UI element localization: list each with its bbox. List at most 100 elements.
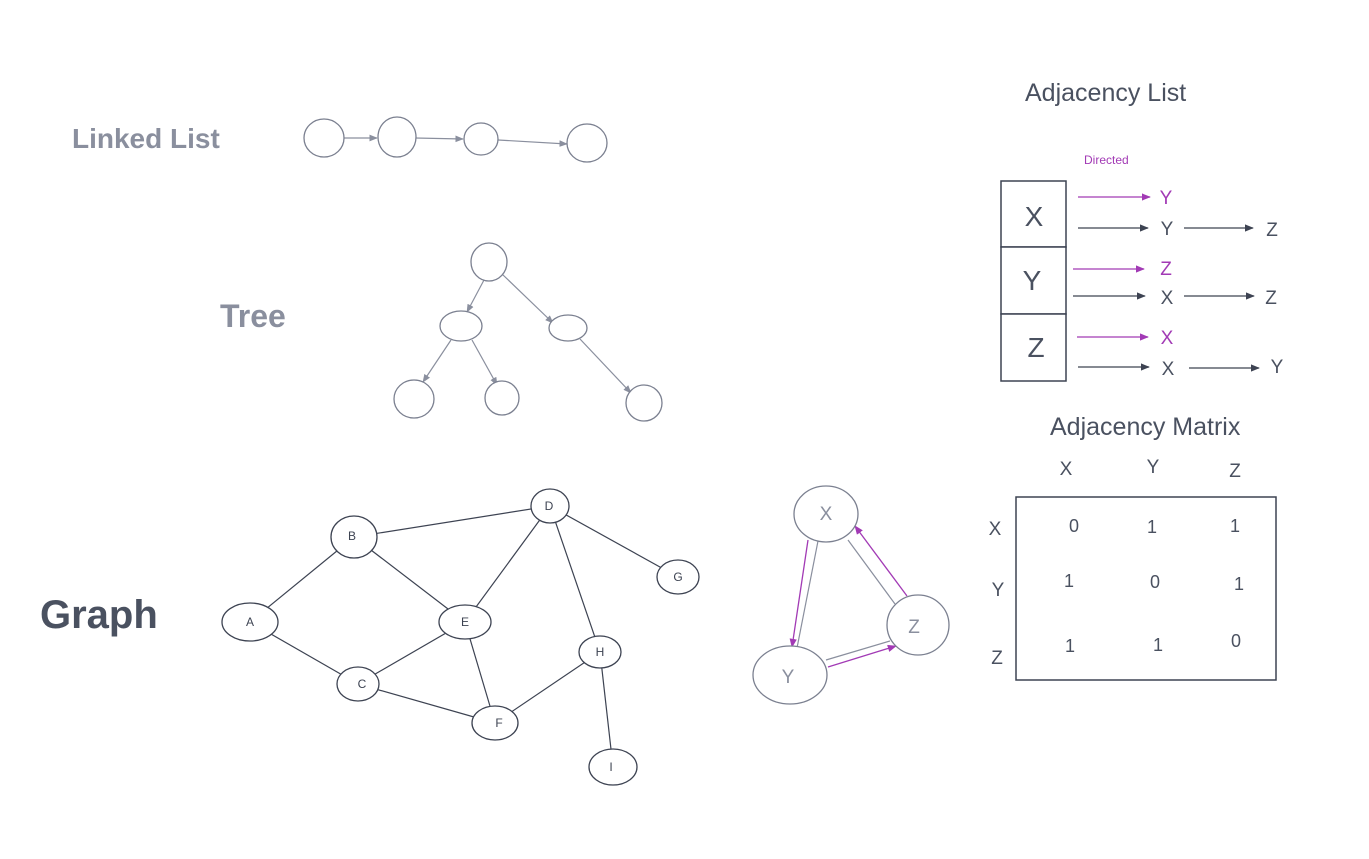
graph-title: Graph	[40, 593, 158, 637]
svg-text:F: F	[495, 716, 502, 730]
svg-text:H: H	[596, 645, 605, 659]
triangle-node-y: Y	[752, 645, 828, 705]
graph-edge-h-i	[599, 651, 614, 768]
tree-node	[393, 379, 435, 419]
tree-node	[625, 384, 663, 422]
graph-edge-d-g	[549, 505, 679, 578]
tree-title: Tree	[220, 298, 286, 334]
svg-text:G: G	[673, 570, 682, 584]
tree-edge	[422, 339, 452, 383]
linked-list-edge	[497, 139, 568, 147]
graph-section: Graph A B C D E	[40, 488, 700, 786]
tree-node	[470, 242, 508, 282]
svg-text:B: B	[348, 529, 356, 543]
matrix-cell: 1	[1064, 571, 1074, 591]
graph-node-c: C	[336, 666, 380, 702]
matrix-cell: 1	[1153, 635, 1163, 655]
matrix-col-header: Y	[1147, 457, 1160, 478]
svg-text:X: X	[1025, 201, 1044, 232]
graph-node-h: H	[578, 635, 622, 669]
svg-text:I: I	[609, 760, 612, 774]
adjacency-list-vertex-box	[1000, 180, 1067, 248]
tree-node	[484, 380, 520, 416]
svg-text:X: X	[1161, 328, 1174, 349]
matrix-cell: 1	[1147, 517, 1157, 537]
adjacency-list-row-y: Y Z X Z	[1000, 246, 1277, 315]
triangle-arrow-z-to-x	[854, 525, 908, 597]
tree-node	[439, 310, 483, 342]
graph-node-i: I	[588, 748, 638, 786]
graph-edge-b-e	[353, 536, 466, 623]
triangle-edge-x-y	[796, 540, 819, 649]
tree-node	[548, 314, 588, 342]
graph-node-b: B	[330, 515, 378, 559]
svg-text:X: X	[820, 504, 833, 525]
tree-edge	[579, 338, 632, 394]
linked-list-edge	[414, 135, 464, 143]
graph-node-g: G	[656, 559, 700, 595]
triangle-arrow-x-to-y	[789, 539, 809, 648]
svg-text:Z: Z	[1160, 259, 1172, 280]
svg-text:Y: Y	[1160, 188, 1173, 209]
svg-text:Z: Z	[1266, 220, 1278, 241]
directed-label: Directed	[1084, 153, 1129, 167]
linked-list-node	[463, 122, 499, 156]
triangle-edge-z-x	[847, 539, 896, 605]
adjacency-list-vertex-box	[1000, 246, 1067, 315]
linked-list-section: Linked List	[72, 116, 608, 163]
svg-text:Y: Y	[1161, 219, 1174, 240]
graph-edge-d-e	[464, 505, 551, 623]
svg-text:D: D	[545, 499, 554, 513]
linked-list-title: Linked List	[72, 123, 220, 154]
adjacency-list-row-x: X Y Y Z	[1000, 180, 1278, 248]
matrix-cell: 1	[1065, 636, 1075, 656]
graph-edge-d-h	[549, 505, 601, 653]
graph-node-a: A	[221, 602, 279, 642]
matrix-cell: 1	[1234, 574, 1244, 594]
tree-section: Tree	[220, 242, 663, 422]
matrix-cell: 0	[1231, 631, 1241, 651]
graph-node-f: F	[471, 705, 519, 741]
linked-list-node	[566, 123, 608, 163]
adjacency-list-vertex-box	[1000, 313, 1067, 382]
linked-list-node	[377, 116, 417, 158]
matrix-cell: 1	[1230, 516, 1240, 536]
svg-text:Z: Z	[908, 617, 920, 638]
triangle-arrow-y-to-z	[827, 644, 897, 668]
tree-edge	[471, 339, 498, 386]
tree-edge	[466, 279, 485, 313]
tree-edge	[501, 273, 554, 324]
matrix-col-header: Z	[1229, 461, 1241, 482]
matrix-frame	[1015, 496, 1277, 681]
graph-edge-b-d	[353, 505, 551, 538]
adjacency-matrix-section: Adjacency Matrix X Y Z X Y Z 0 1 1 1 0 1…	[989, 413, 1277, 681]
svg-text:Z: Z	[1265, 288, 1277, 309]
svg-text:Y: Y	[782, 667, 795, 688]
graph-edge-c-f	[357, 683, 496, 724]
svg-text:X: X	[1162, 359, 1175, 380]
graph-node-e: E	[438, 604, 492, 640]
graph-node-d: D	[530, 488, 570, 524]
matrix-cell: 0	[1150, 572, 1160, 592]
svg-text:Y: Y	[1271, 357, 1284, 378]
matrix-cell: 0	[1069, 516, 1079, 536]
adjacency-list-row-z: Z X X Y	[1000, 313, 1284, 382]
triangle-node-x: X	[793, 485, 859, 543]
svg-text:A: A	[246, 615, 254, 629]
matrix-row-header: Y	[992, 580, 1005, 601]
matrix-row-header: X	[989, 519, 1002, 540]
linked-list-node	[303, 118, 345, 158]
adjacency-list-section: Adjacency List Directed X Y Y Z Y Z X Z	[1000, 79, 1284, 382]
matrix-col-header: X	[1060, 459, 1073, 480]
svg-text:C: C	[358, 677, 367, 691]
adjacency-list-title: Adjacency List	[1025, 79, 1186, 107]
adjacency-matrix-title: Adjacency Matrix	[1050, 413, 1241, 441]
svg-text:Z: Z	[1027, 332, 1044, 363]
svg-text:E: E	[461, 615, 469, 629]
svg-text:Y: Y	[1023, 265, 1042, 296]
svg-text:X: X	[1161, 288, 1174, 309]
triangle-graph: X Y Z	[752, 485, 950, 705]
triangle-edge-y-z	[825, 640, 891, 661]
matrix-row-header: Z	[991, 648, 1003, 669]
